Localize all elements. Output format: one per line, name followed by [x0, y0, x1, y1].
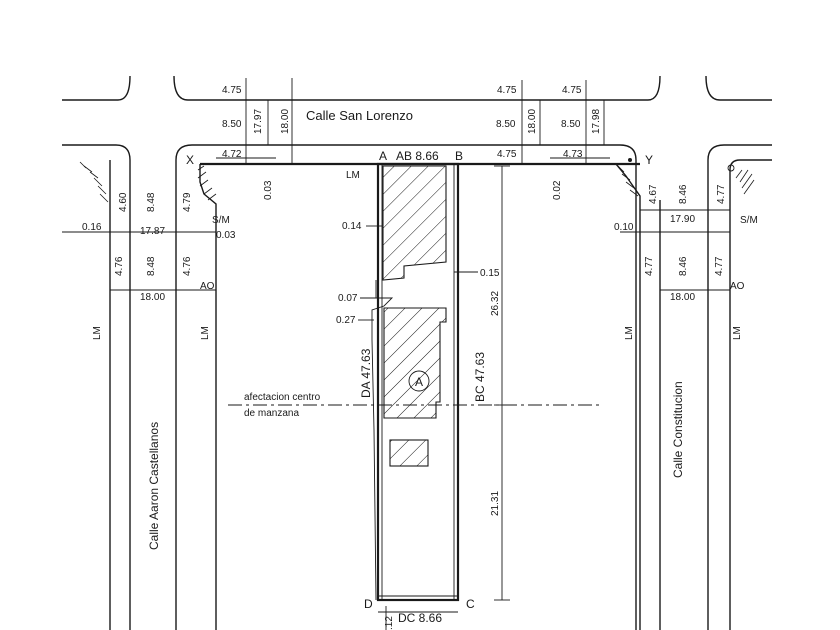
dim-left-016: 0.16 — [82, 222, 102, 233]
lot-bc-label: BC 47.63 — [473, 352, 487, 402]
dim-lot-007: 0.07 — [338, 293, 358, 304]
lot-outline — [376, 162, 460, 602]
point-d: D — [364, 597, 373, 611]
building-hatched-areas — [382, 165, 447, 467]
dim-top-left-1797: 17.97 — [253, 109, 264, 134]
dim-top-right-475c: 4.75 — [497, 149, 517, 160]
point-x: X — [186, 153, 194, 167]
street-name-east: Calle Constitucion — [671, 381, 685, 478]
dim-left-476a: 4.76 — [114, 256, 125, 276]
dim-right-010: 0.10 — [614, 222, 634, 233]
point-y: Y — [645, 153, 653, 167]
dim-top-left-850: 8.50 — [222, 119, 242, 130]
lot-da-label: DA 47.63 — [359, 348, 373, 398]
dim-left-476b: 4.76 — [182, 256, 193, 276]
dim-top-right-475b: 4.75 — [562, 85, 582, 96]
dim-top-left-475: 4.75 — [222, 85, 242, 96]
point-y-marker — [628, 158, 632, 162]
circle-marker-label: A — [415, 375, 423, 389]
dim-right-1790: 17.90 — [670, 214, 695, 225]
dim-left-848a: 8.48 — [146, 192, 157, 212]
dim-top-right-475a: 4.75 — [497, 85, 517, 96]
dim-lot-2632: 26.32 — [490, 291, 501, 316]
dim-right-477b: 4.77 — [644, 256, 655, 276]
dim-lot-027: 0.27 — [336, 315, 356, 326]
dim-top-left-1800: 18.00 — [280, 109, 291, 134]
lm-label-lot: LM — [346, 170, 360, 181]
dim-left-479: 4.79 — [182, 192, 193, 212]
dim-right-477c: 4.77 — [714, 256, 725, 276]
dim-top-left-003: 0.03 — [263, 180, 274, 200]
dim-top-right-473: 4.73 — [563, 149, 583, 160]
embankment-hatching — [79, 161, 755, 203]
point-c: C — [466, 597, 475, 611]
dim-left-848b: 8.48 — [146, 256, 157, 276]
circle-marker — [408, 370, 430, 392]
lot-ab-label: AB 8.66 — [396, 149, 439, 163]
lot-dc-label: DC 8.66 — [398, 611, 442, 625]
sm-label-right: S/M — [740, 215, 758, 226]
dim-left-1800: 18.00 — [140, 292, 165, 303]
afectacion-label-1: afectacion centro — [244, 392, 321, 403]
block-left-outline — [62, 144, 131, 630]
dim-right-1800: 18.00 — [670, 292, 695, 303]
dim-top-right-850b: 8.50 — [561, 119, 581, 130]
dim-top-left-472: 4.72 — [222, 149, 242, 160]
lm-label-right-outer: LM — [732, 326, 743, 340]
dim-left-460: 4.60 — [118, 192, 129, 212]
dim-left-003: 0.03 — [216, 230, 236, 241]
lm-label-left-inner: LM — [200, 326, 211, 340]
lm-label-right-inner: LM — [624, 326, 635, 340]
street-name-west: Calle Aaron Castellanos — [147, 422, 161, 550]
ao-label-right: AO — [730, 281, 745, 292]
afectacion-label-2: de manzana — [244, 408, 299, 419]
lot-internal-wall — [371, 280, 394, 601]
point-b: B — [455, 149, 463, 163]
dim-lot-014: 0.14 — [342, 221, 362, 232]
lm-label-left-outer: LM — [92, 326, 103, 340]
north-street-upper-curbs — [62, 75, 772, 101]
block-right-outline — [707, 144, 772, 630]
dim-right-846a: 8.46 — [678, 184, 689, 204]
dim-right-477a: 4.77 — [716, 184, 727, 204]
ao-label-left: AO — [200, 281, 215, 292]
dim-lot-015: 0.15 — [480, 268, 500, 279]
dim-right-846b: 8.46 — [678, 256, 689, 276]
dim-top-right-1800: 18.00 — [527, 109, 538, 134]
dim-right-467: 4.67 — [648, 184, 659, 204]
street-name-north: Calle San Lorenzo — [306, 108, 413, 123]
dim-top-right-002: 0.02 — [552, 180, 563, 200]
dim-lot-2131: 21.31 — [490, 491, 501, 516]
dim-top-right-850a: 8.50 — [496, 119, 516, 130]
dim-lot-bottom: .12 — [384, 616, 395, 630]
sm-label-left: S/M — [212, 215, 230, 226]
dimension-lines — [62, 78, 730, 630]
dim-left-1787: 17.87 — [140, 226, 165, 237]
dim-top-right-1798: 17.98 — [591, 109, 602, 134]
point-a: A — [379, 149, 387, 163]
